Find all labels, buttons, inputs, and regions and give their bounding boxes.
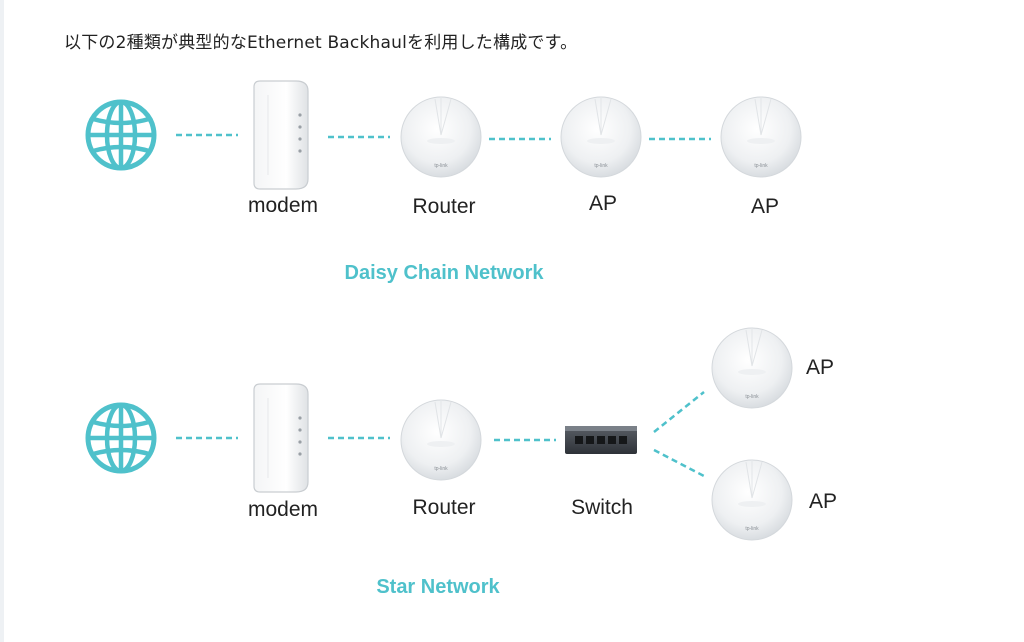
star-link-ap2 [653,448,705,478]
star-internet-globe-icon [88,405,154,471]
daisy-router-deco-icon [400,96,482,178]
star-switch-icon [565,426,637,454]
daisy-chain-title: Daisy Chain Network [344,262,544,284]
star-router-deco-icon [400,399,482,481]
star-switch-label: Switch [571,496,633,519]
daisy-router-label: Router [412,195,476,218]
star-link-ap1 [653,391,705,433]
page-left-border [0,0,4,642]
star-ap2-deco-icon [711,459,793,541]
star-modem-label: modem [247,498,319,521]
star-modem-icon [253,383,309,493]
daisy-modem-icon [253,80,309,190]
daisy-ap2-deco-icon [720,96,802,178]
daisy-ap1-label: AP [588,192,618,215]
star-router-label: Router [412,496,476,519]
daisy-modem-label: modem [247,194,319,217]
daisy-ap1-deco-icon [560,96,642,178]
star-ap2-label: AP [808,490,838,513]
daisy-ap2-label: AP [750,195,780,218]
intro-text: 以下の2種類が典型的なEthernet Backhaulを利用した構成です。 [64,33,578,53]
star-network-title: Star Network [376,576,500,598]
star-ap1-label: AP [805,356,835,379]
daisy-internet-globe-icon [88,102,154,168]
star-ap1-deco-icon [711,327,793,409]
